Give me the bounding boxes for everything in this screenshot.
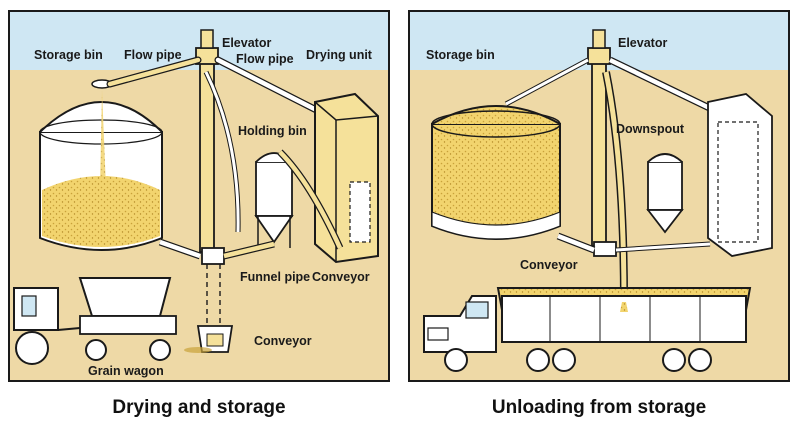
label-elevator: Elevator [222, 36, 272, 50]
falling-grain [100, 90, 106, 188]
label-storage-bin: Storage bin [426, 48, 495, 62]
conveyor-pipe-dryer [278, 150, 343, 249]
unloading-illustration [410, 12, 788, 372]
label-storage-bin: Storage bin [34, 48, 103, 62]
storage-bin-full [431, 105, 561, 240]
elevator [195, 29, 225, 330]
label-flow-pipe-2: Flow pipe [236, 52, 294, 66]
drying-storage-illustration [10, 12, 388, 365]
stored-grain [42, 176, 160, 247]
grain-wagon [13, 277, 177, 365]
unloading-from-storage-panel: Storage bin Elevator Downspout Conveyor [408, 10, 790, 382]
caption-unloading-from-storage: Unloading from storage [491, 397, 707, 418]
label-conveyor-2: Conveyor [254, 334, 312, 348]
grain-truck [423, 287, 752, 372]
label-funnel-pipe: Funnel pipe [240, 270, 311, 284]
caption-drying-and-storage: Drying and storage [112, 397, 286, 418]
conveyor [557, 233, 595, 253]
holding-bin [254, 152, 294, 248]
label-drying-unit: Drying unit [306, 48, 372, 62]
label-conveyor: Conveyor [520, 258, 578, 272]
label-downspout: Downspout [616, 122, 685, 136]
label-grain-wagon: Grain wagon [88, 364, 164, 378]
elevator [587, 29, 617, 257]
holding-bin [646, 153, 684, 234]
drying-and-storage-panel: Storage bin Flow pipe Elevator Flow pipe… [8, 10, 390, 382]
ground-conveyor [184, 325, 234, 353]
label-flow-pipe-1: Flow pipe [124, 48, 182, 62]
storage-bin [39, 79, 163, 251]
drying-unit [314, 92, 379, 264]
drying-unit [707, 93, 773, 257]
label-holding-bin: Holding bin [238, 124, 307, 138]
label-elevator: Elevator [618, 36, 668, 50]
funnel-pipe [223, 241, 275, 259]
flow-pipe-to-bin [107, 57, 201, 87]
label-conveyor-1: Conveyor [312, 270, 370, 284]
